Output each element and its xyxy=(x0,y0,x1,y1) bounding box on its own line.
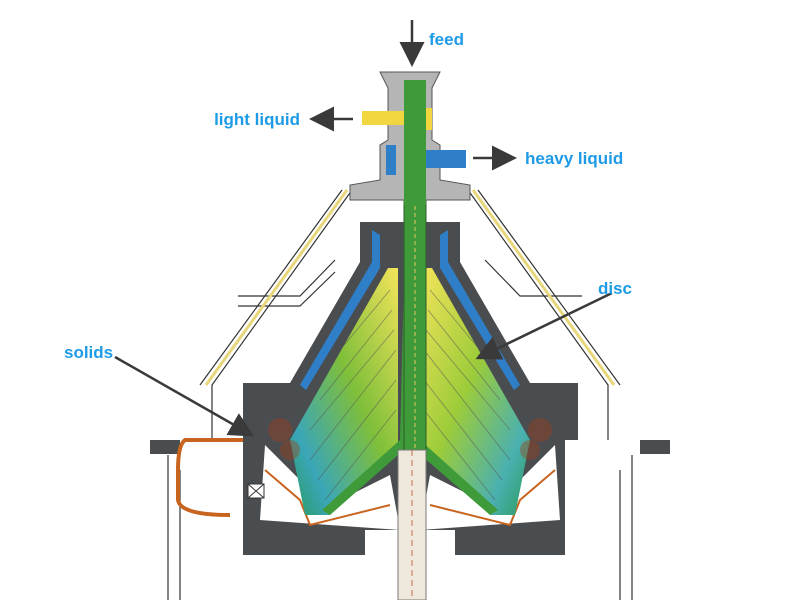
heavy-liquid-outlet xyxy=(426,150,466,168)
disc-arrow xyxy=(475,291,613,360)
left-flange xyxy=(150,440,180,454)
disc-stack-left xyxy=(290,268,398,515)
outer-frame xyxy=(167,189,633,600)
solids-label: solids xyxy=(64,343,113,362)
disc-label: disc xyxy=(598,279,632,298)
solids-arrow xyxy=(114,355,255,437)
heavy-liquid-layer-left xyxy=(300,230,380,390)
light-liquid-label: light liquid xyxy=(214,110,300,129)
heavy-liquid-label: heavy liquid xyxy=(525,149,623,168)
solids-channel xyxy=(176,438,260,517)
disc-stack-right xyxy=(422,268,530,515)
heavy-liquid-layer-right xyxy=(440,230,520,390)
right-flange xyxy=(640,440,670,454)
feed-label: feed xyxy=(429,30,464,49)
light-liquid-outlet xyxy=(362,111,404,125)
